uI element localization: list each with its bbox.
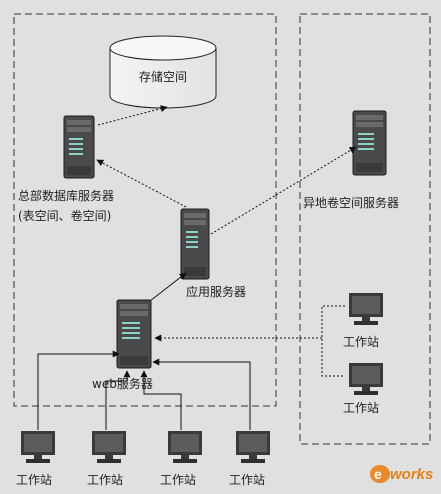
workstation-bottom-3-icon — [168, 431, 202, 463]
workstation-right-bottom-label: 工作站 — [343, 401, 379, 415]
hq-region-box — [13, 13, 277, 407]
app-server-icon — [180, 208, 210, 280]
workstation-bottom-3-label: 工作站 — [160, 473, 196, 487]
workstation-bottom-2-icon — [92, 431, 126, 463]
hq-db-server-icon — [63, 115, 95, 179]
storage-label: 存储空间 — [139, 69, 187, 84]
ws1-to-web-arrow — [37, 350, 120, 430]
hq-db-server-label: 总部数据库服务器 — [18, 188, 114, 203]
remote-volume-server-label: 异地卷空间服务器 — [303, 195, 399, 210]
workstation-right-top-icon — [349, 293, 383, 325]
remote-volume-server-icon — [352, 110, 387, 176]
workstation-right-top-label: 工作站 — [343, 335, 379, 349]
ws3-to-web-arrow — [140, 370, 182, 430]
watermark-prefix: e — [374, 466, 382, 482]
workstation-bottom-1-icon — [21, 431, 55, 463]
workstation-bottom-2-label: 工作站 — [87, 473, 123, 487]
workstation-bottom-4-label: 工作站 — [229, 473, 265, 487]
storage-cylinder — [109, 35, 217, 109]
right-ws-to-web-line — [321, 305, 345, 377]
app-to-remote-arrow — [210, 146, 357, 235]
app-server-label: 应用服务器 — [186, 284, 246, 299]
workstation-bottom-4-icon — [236, 431, 270, 463]
web-to-app-arrow — [149, 272, 187, 302]
watermark-text: works — [390, 466, 433, 483]
workstation-bottom-1-label: 工作站 — [16, 473, 52, 487]
ws2-to-web-arrow — [105, 370, 131, 430]
hq-db-server-sublabel: (表空间、卷空间) — [18, 208, 111, 223]
workstation-right-bottom-icon — [349, 363, 383, 395]
remote-region-box — [299, 13, 431, 445]
web-server-label: web服务器 — [92, 376, 153, 391]
db-to-storage-arrow — [97, 105, 168, 126]
eworks-watermark-logo: e works — [370, 465, 433, 483]
app-to-db-arrow — [96, 159, 187, 208]
web-server-icon — [116, 299, 152, 369]
ws4-to-web-arrow — [152, 358, 251, 430]
